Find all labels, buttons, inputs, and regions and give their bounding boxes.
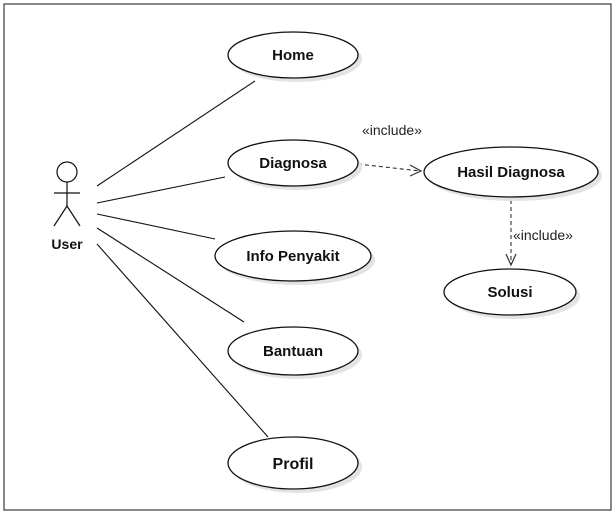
- use-case-label-hasil-diagnosa: Hasil Diagnosa: [457, 164, 565, 181]
- use-case-ellipse: [227, 436, 359, 490]
- use-case-label-profil: Profil: [273, 456, 314, 473]
- actor-right-leg: [66, 205, 81, 227]
- use-case-ellipse: [214, 230, 372, 282]
- use-case-label-home: Home: [272, 47, 314, 64]
- associations: [96, 80, 269, 438]
- association-info-penyakit: [96, 213, 216, 240]
- use-case-home[interactable]: Home: [227, 31, 362, 82]
- use-case-profil[interactable]: Profil: [227, 436, 362, 493]
- association-home: [96, 80, 256, 187]
- include-diagnosa-hasil-arrowhead: [409, 164, 423, 177]
- actor-label: User: [51, 236, 83, 252]
- use-case-diagnosa[interactable]: Diagnosa: [227, 139, 362, 190]
- use-case-ellipse: [227, 139, 359, 187]
- use-case-label-info-penyakit: Info Penyakit: [246, 248, 339, 265]
- use-case-ellipse: [423, 146, 599, 198]
- use-case-label-bantuan: Bantuan: [263, 343, 323, 360]
- use-case-label-solusi: Solusi: [487, 284, 532, 301]
- include-diagnosa-hasil-line: [357, 163, 421, 172]
- association-diagnosa: [96, 176, 226, 204]
- use-case-bantuan[interactable]: Bantuan: [227, 326, 362, 379]
- use-case-ellipse: [227, 326, 359, 376]
- association-bantuan: [96, 227, 245, 323]
- actor-user[interactable]: User: [51, 161, 83, 252]
- use-case-ellipse: [443, 268, 577, 316]
- use-case-label-diagnosa: Diagnosa: [259, 155, 327, 172]
- use-case-hasil-diagnosa[interactable]: Hasil Diagnosa: [423, 146, 602, 201]
- actor-left-leg: [53, 205, 68, 227]
- use-case-ellipse: [227, 31, 359, 79]
- use-case-solusi[interactable]: Solusi: [443, 268, 580, 319]
- dependencies: «include» «include»: [357, 122, 573, 267]
- include-label-hasil-solusi: «include»: [513, 227, 573, 243]
- include-hasil-solusi-arrowhead: [505, 253, 517, 267]
- include-label-diagnosa-hasil: «include»: [362, 122, 422, 138]
- association-profil: [96, 243, 269, 438]
- use-case-info-penyakit[interactable]: Info Penyakit: [214, 230, 375, 285]
